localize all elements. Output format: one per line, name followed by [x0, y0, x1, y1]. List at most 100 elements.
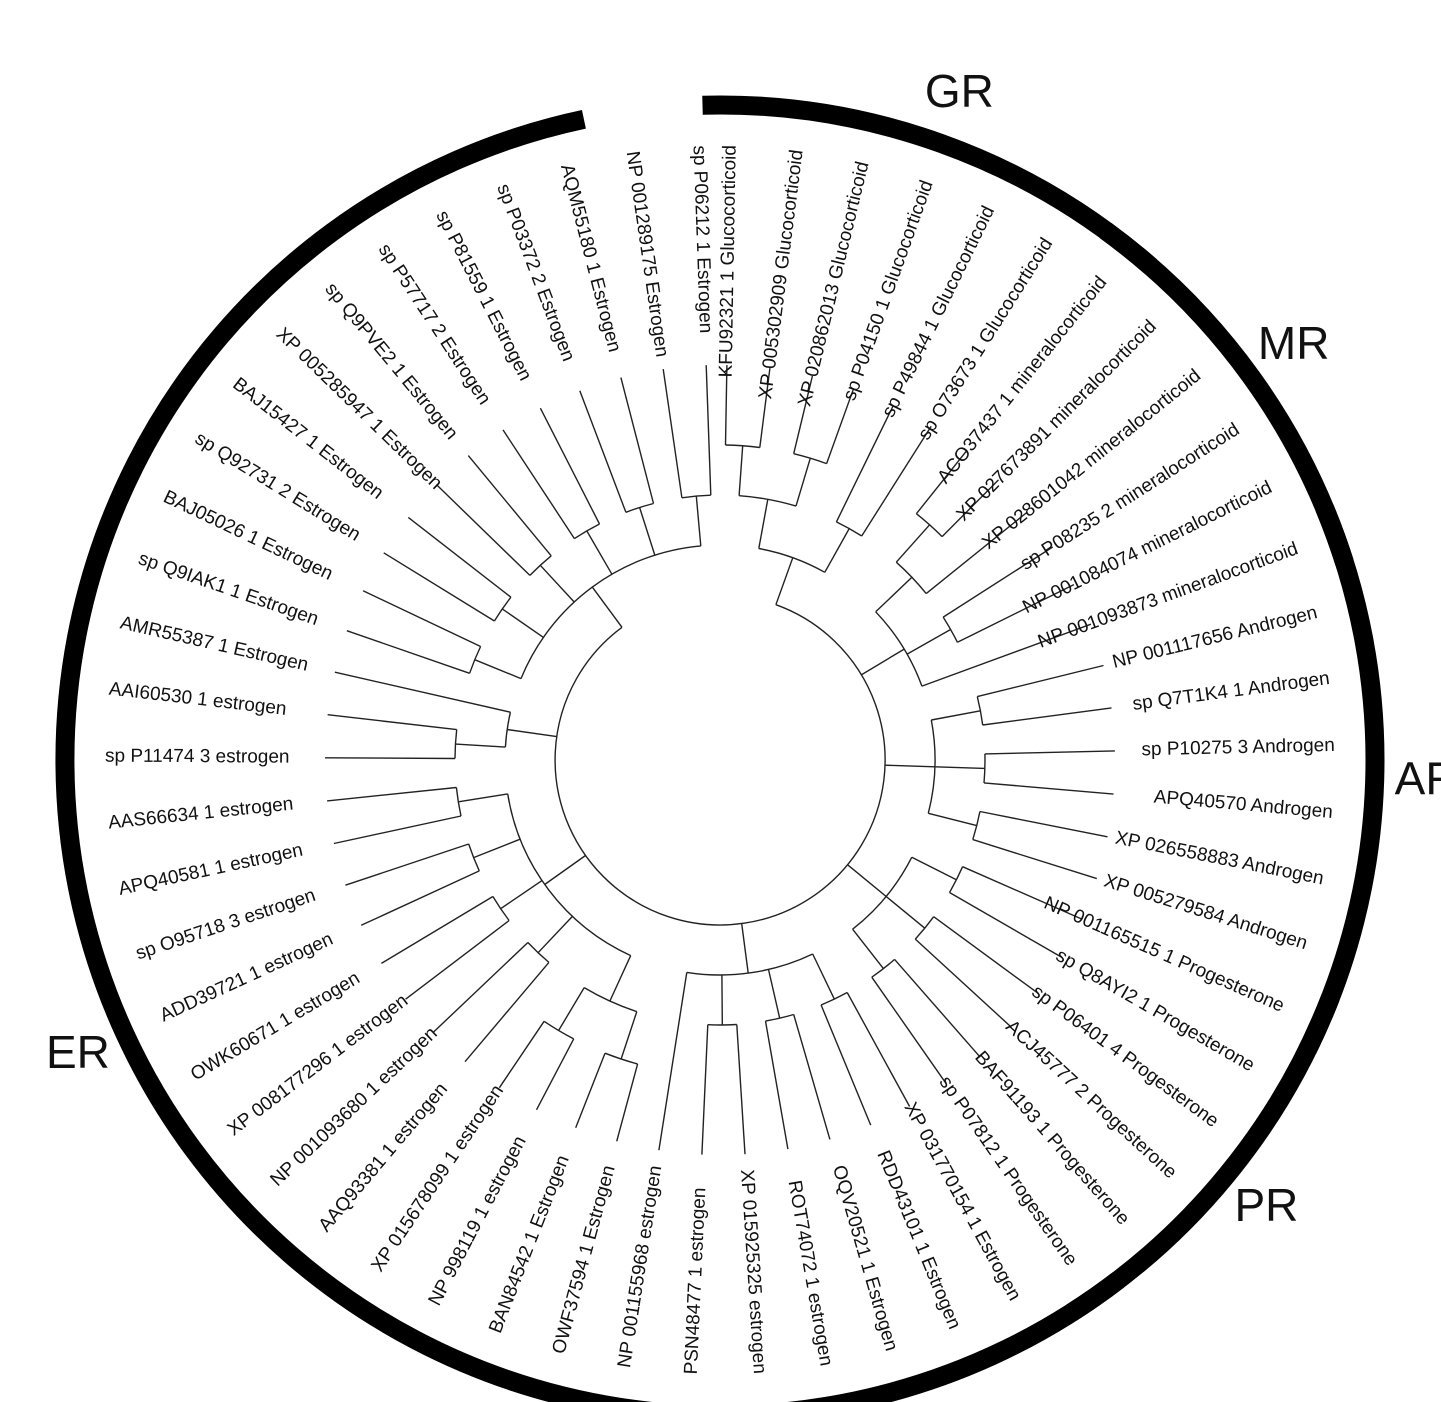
branch-segment [942, 546, 1054, 618]
leaf-label: AMR55387 1 Estrogen [118, 613, 310, 676]
branch-segment [544, 854, 586, 886]
branch-arc [852, 856, 913, 930]
branch-arc [871, 958, 896, 978]
leaf-label: sp P06212 1 Estrogen [688, 145, 716, 334]
clade-arcs [55, 95, 1385, 1402]
branch-segment [741, 923, 749, 974]
leaf-label: sp Q9PVE2 1 Estrogen [320, 279, 461, 444]
branch-arc [574, 523, 600, 540]
leaf-label: sp Q7T1K4 1 Androgen [1131, 668, 1331, 715]
branch-segment [906, 628, 951, 655]
branch-segment [835, 404, 895, 523]
leaf-label: XP 005302909 Glucocorticoid [755, 149, 808, 401]
branch-segment [911, 856, 957, 881]
branch-segment [977, 664, 1104, 698]
branch-segment [852, 928, 884, 970]
branch-segment [539, 407, 601, 525]
branch-segment [812, 953, 835, 1000]
branch-segment [433, 941, 529, 1033]
branch-segment [535, 1038, 575, 1111]
branch-segment [759, 368, 771, 448]
branch-arc [468, 843, 480, 872]
branch-arc [604, 1052, 638, 1065]
branch-segment [500, 880, 543, 910]
clade-label-gr: GR [925, 65, 994, 117]
branch-segment [914, 938, 1012, 1028]
branch-segment [934, 766, 985, 770]
branch-segment [793, 375, 814, 454]
branch-segment [705, 365, 712, 496]
branch-segment [502, 429, 575, 539]
leaf-label: XP 031770154 1 Estrogen [900, 1099, 1025, 1304]
branch-segment [925, 511, 1028, 595]
branch-arc [836, 521, 863, 537]
leaf-label: XP 015925325 estrogen [736, 1169, 770, 1375]
branch-segment [767, 969, 781, 1019]
clade-arc-er [55, 110, 1125, 1402]
branch-segment [824, 528, 850, 573]
branch-segment [383, 552, 495, 622]
branch-segment [346, 630, 470, 674]
branch-segment [764, 1020, 789, 1150]
branch-segment [591, 586, 623, 628]
branch-segment [884, 764, 935, 768]
branch-segment [467, 455, 552, 557]
branch-segment [609, 955, 632, 1002]
leaf-label: sp Q8AYI2 1 Progesterone [1052, 945, 1258, 1076]
branch-segment [473, 838, 521, 859]
branch-segment [507, 728, 557, 738]
branch-segment [407, 516, 512, 598]
branch-segment [885, 895, 926, 929]
branch-segment [327, 714, 457, 731]
branch-segment [875, 576, 913, 613]
branch-arc [554, 604, 886, 926]
branch-segment [861, 425, 932, 537]
branch-segment [820, 1004, 872, 1126]
leaf-label: APQ40581 1 estrogen [117, 840, 305, 900]
branch-arc [707, 1023, 737, 1026]
branch-segment [793, 1014, 831, 1140]
branch-arc [520, 545, 701, 679]
branch-arc [739, 495, 797, 507]
branch-segment [537, 915, 573, 954]
leaf-label: ROT74072 1 estrogen [784, 1179, 837, 1368]
branch-segment [972, 838, 1098, 880]
branch-segment [474, 659, 522, 680]
leaf-label: KFU92321 1 Glucocorticoid [716, 145, 741, 378]
branch-segment [724, 365, 728, 446]
branch-segment [455, 743, 506, 748]
branch-arc [895, 561, 927, 595]
branch-segment [362, 590, 481, 648]
leaf-label: AAQ93381 1 estrogen [315, 1079, 452, 1236]
branch-arc [493, 596, 512, 622]
branch-arc [583, 986, 638, 1013]
leaf-labels: KFU92321 1 Glucocorticoid XP 005302909 Gl… [105, 145, 1335, 1375]
branch-segment [758, 499, 769, 549]
branch-segment [795, 457, 811, 507]
branch-segment [557, 987, 585, 1031]
branch-arc [875, 611, 923, 687]
branch-segment [701, 1024, 709, 1155]
branch-segment [915, 450, 967, 515]
branch-segment [931, 710, 981, 721]
branch-segment [436, 484, 531, 576]
leaf-label: APQ40570 Androgen [1153, 787, 1334, 823]
clade-label-ar: AR [1395, 753, 1441, 805]
leaf-label: sp P11474 3 estrogen [105, 746, 290, 768]
branch-segment [381, 895, 494, 965]
branch-segment [941, 479, 999, 538]
branch-segment [458, 793, 508, 803]
leaf-label: AAS66634 1 estrogen [107, 794, 294, 834]
branch-segment [501, 608, 544, 638]
leaf-label: PSN48477 1 estrogen [681, 1187, 711, 1375]
branch-segment [983, 782, 1114, 795]
leaf-label: AAI60530 1 estrogen [108, 679, 288, 720]
branch-segment [871, 976, 947, 1085]
branch-segment [847, 864, 887, 898]
branch-segment [957, 583, 1075, 643]
branch-segment [539, 564, 575, 603]
branch-arc [914, 916, 935, 940]
branch-arc [504, 712, 512, 748]
branch-segment [498, 1020, 545, 1089]
